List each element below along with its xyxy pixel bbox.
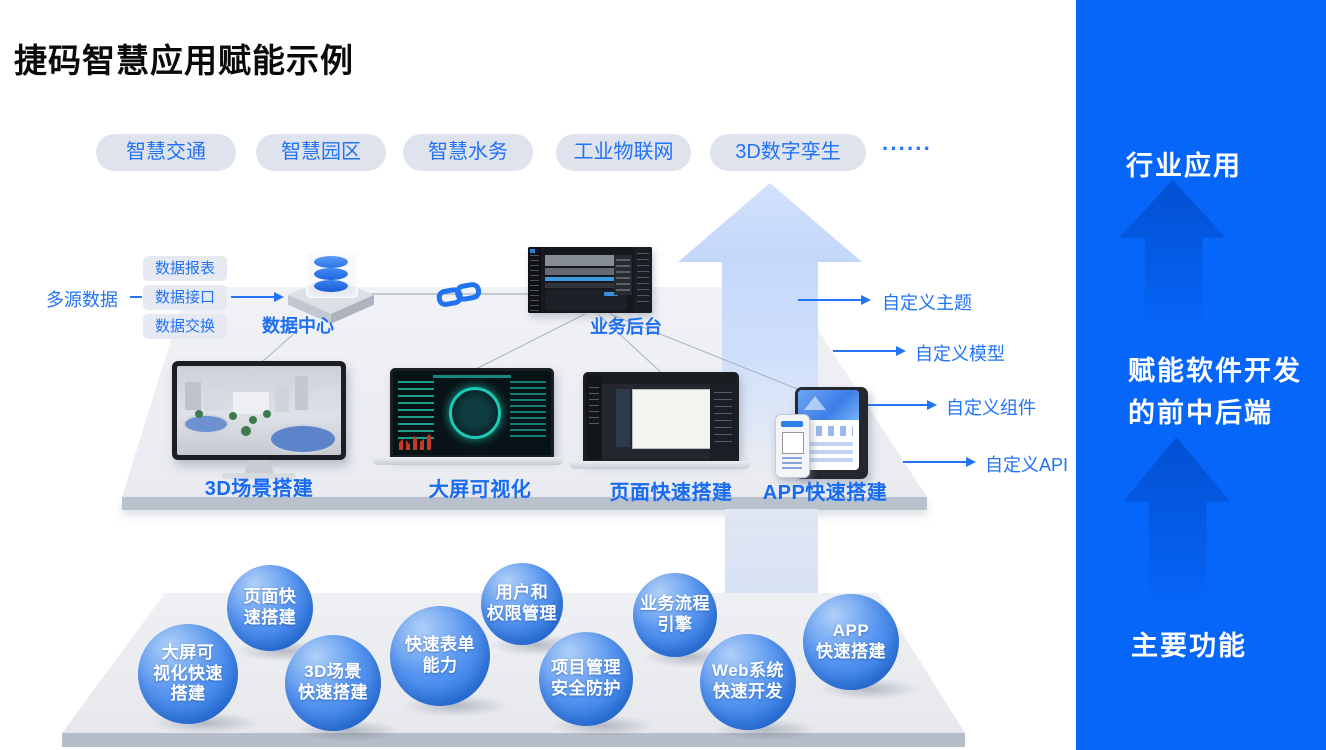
feature-label-line: 安全防护	[551, 679, 621, 698]
industry-pill-3d-digital-twin[interactable]: 3D数字孪生	[710, 134, 866, 171]
channel-data-report: 数据报表	[143, 256, 227, 281]
channel-data-exchange: 数据交换	[143, 314, 227, 339]
flow-arrow-to-data-center	[231, 292, 284, 302]
up-arrow-icon	[1119, 180, 1226, 332]
custom-api-label: 自定义API	[985, 455, 1069, 475]
feature-label-line: 项目管理	[551, 658, 621, 678]
feature-label-line: 能力	[422, 656, 458, 675]
feature-bubble-workflow: 业务流程 引擎	[633, 573, 717, 657]
big-screen-laptop	[373, 368, 563, 468]
right-sidebar: 行业应用 赋能软件开发 的前中后端 主要功能	[1076, 0, 1326, 750]
feature-bubble-web: Web系统 快速开发	[700, 634, 796, 730]
feature-label-line: Web系统	[711, 661, 785, 681]
feature-label-line: 引擎	[657, 615, 693, 634]
feature-label-line: 视化快速	[153, 663, 223, 683]
arrow-custom-model	[833, 346, 906, 356]
arrow-custom-component	[864, 400, 937, 410]
3d-scene-monitor	[172, 361, 346, 479]
feature-label-line: 用户和	[495, 583, 549, 603]
qr-code	[782, 432, 804, 454]
device-label-page-builder: 页面快速搭建	[609, 482, 733, 504]
feature-bubble-page: 页面快 速搭建	[227, 565, 313, 651]
feature-label-line: 快速开发	[713, 682, 783, 701]
feature-label-line: 权限管理	[487, 604, 557, 623]
feature-label-line: APP	[832, 621, 870, 641]
feature-label-line: 业务流程	[640, 594, 710, 614]
upper-platform-edge	[122, 497, 927, 510]
link-icon	[436, 282, 482, 307]
feature-bubble-form: 快速表单 能力	[390, 606, 490, 706]
industry-pill-smart-park[interactable]: 智慧园区	[256, 134, 386, 171]
feature-bubble-security: 项目管理 安全防护	[539, 632, 633, 726]
multi-source-data-label: 多源数据	[46, 290, 118, 310]
source-connector-line	[130, 296, 142, 298]
custom-model-label: 自定义模型	[915, 344, 1005, 364]
database-icon	[288, 250, 374, 326]
industry-pill-smart-traffic[interactable]: 智慧交通	[96, 134, 236, 171]
feature-label-line: 大屏可	[161, 642, 215, 662]
page-builder-screen	[583, 372, 739, 462]
sidebar-label-industry-apps: 行业应用	[1126, 151, 1242, 181]
feature-label-line: 快速表单	[405, 635, 475, 655]
backend-screenshot	[528, 247, 652, 313]
custom-theme-label: 自定义主题	[882, 293, 972, 313]
arrow-custom-theme	[798, 295, 871, 305]
up-arrow-icon	[1123, 437, 1230, 607]
more-industries-ellipsis: ······	[882, 136, 932, 161]
sidebar-label-main-functions: 主要功能	[1131, 631, 1247, 661]
industry-pill-industrial-iot[interactable]: 工业物联网	[556, 134, 691, 171]
feature-bubble-bigscreen: 大屏可 视化快速 搭建	[138, 624, 238, 724]
page-builder-laptop	[570, 372, 750, 472]
feature-bubble-app: APP 快速搭建	[803, 594, 899, 690]
feature-bubble-auth: 用户和 权限管理	[481, 563, 563, 645]
data-center-label: 数据中心	[262, 316, 334, 336]
3d-scene-screen	[177, 366, 341, 455]
arrow-custom-api	[903, 457, 976, 467]
app-phone	[775, 414, 810, 478]
backend-label: 业务后台	[590, 317, 662, 337]
channel-data-api: 数据接口	[143, 285, 227, 310]
dashboard-screen	[390, 368, 554, 458]
app-tablet	[795, 387, 868, 479]
feature-label-line: 快速搭建	[298, 683, 368, 702]
device-label-app: APP快速搭建	[762, 482, 888, 504]
sidebar-label-empower-line1: 赋能软件开发	[1128, 356, 1302, 386]
arrow-shaft-between-platforms	[725, 509, 818, 594]
device-label-big-screen: 大屏可视化	[428, 479, 532, 501]
center-up-arrow-icon	[678, 183, 862, 262]
feature-label-line: 速搭建	[243, 608, 297, 627]
custom-component-label: 自定义组件	[946, 398, 1036, 418]
feature-bubble-3d: 3D场景 快速搭建	[285, 635, 381, 731]
page-title: 捷码智慧应用赋能示例	[14, 42, 354, 79]
feature-label-line: 搭建	[170, 684, 206, 704]
sidebar-label-empower-line2: 的前中后端	[1128, 398, 1273, 428]
feature-label-line: 3D场景	[304, 662, 362, 682]
feature-label-line: 页面快	[243, 587, 297, 607]
industry-pill-smart-water[interactable]: 智慧水务	[403, 134, 533, 171]
lower-platform-edge	[62, 733, 965, 747]
feature-label-line: 快速搭建	[816, 642, 886, 661]
device-label-3d-scene: 3D场景搭建	[204, 478, 314, 500]
